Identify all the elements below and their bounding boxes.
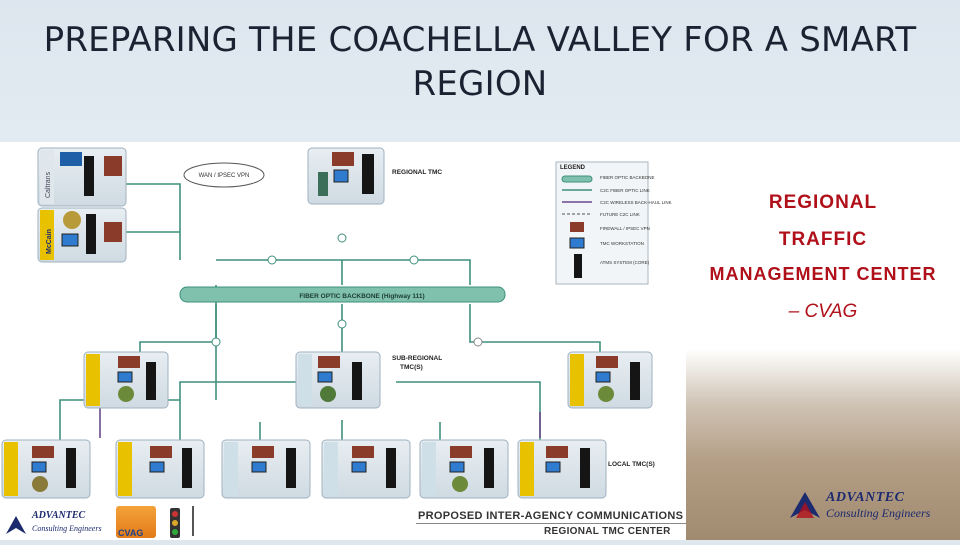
- sub-regional-label-2: TMC(S): [400, 364, 423, 371]
- mccain-panel-sub-right: [568, 352, 652, 408]
- caltrans-logo-icon: [60, 152, 82, 166]
- side-line-1: REGIONAL: [686, 192, 960, 214]
- caltrans-panel: Caltrans: [38, 148, 126, 206]
- legend-item: C2C FIBER OPTIC LINK: [600, 188, 650, 193]
- legend-item: C2C WIRELESS BACK-HAUL LINK: [600, 200, 672, 205]
- legend-item: TMC WORKSTATION: [600, 241, 644, 246]
- footer-rule: [416, 523, 686, 524]
- right-panel: REGIONAL TRAFFIC MANAGEMENT CENTER – CVA…: [686, 142, 960, 540]
- logo-sub: Consulting Engineers: [826, 506, 930, 521]
- caltrans-label: Caltrans: [45, 171, 52, 198]
- cvag-logo-icon: [318, 172, 328, 196]
- local-tmc-panels: [2, 440, 606, 498]
- diagram-footer: ADVANTEC Consulting Engineers CVAG PROPO…: [0, 502, 686, 540]
- side-line-2: TRAFFIC: [686, 229, 960, 251]
- logo-name: ADVANTEC: [826, 490, 904, 506]
- legend-item: FUTURE C2C LINK: [600, 212, 640, 217]
- footer-logo-sub: Consulting Engineers: [32, 524, 102, 533]
- legend-item: FIBER OPTIC BACKBONE: [600, 175, 655, 180]
- advantec-logo-icon: [788, 490, 822, 520]
- diagram-svg: FIBER OPTIC BACKBONE (Highway 111) WAN /…: [0, 142, 686, 540]
- footer-line-1: PROPOSED INTER-AGENCY COMMUNICATIONS: [418, 510, 683, 522]
- mccain-panel-top: McCain: [38, 208, 126, 262]
- vpn-cloud-label: WAN / IPSEC VPN: [199, 173, 250, 179]
- advantec-logo: ADVANTEC Consulting Engineers: [786, 488, 956, 524]
- side-line-4: – CVAG: [686, 301, 960, 323]
- footer-logo-name: ADVANTEC: [32, 510, 85, 521]
- network-diagram: FIBER OPTIC BACKBONE (Highway 111) WAN /…: [0, 142, 686, 540]
- advantec-logo-icon: [4, 514, 28, 536]
- backbone-label: FIBER OPTIC BACKBONE (Highway 111): [299, 293, 424, 300]
- side-line-3: MANAGEMENT CENTER: [686, 264, 960, 285]
- regional-tmc-label: REGIONAL TMC: [392, 169, 442, 176]
- footer-divider: [192, 506, 194, 536]
- centracs-panel-sub: [296, 352, 380, 408]
- agency-seal-icon: [63, 211, 81, 229]
- legend-item: ATMS SYSTEM (CORE): [600, 260, 650, 265]
- mccain-panel-sub-left: [84, 352, 168, 408]
- cvag-label: CVAG: [118, 528, 143, 538]
- footer-line-2: REGIONAL TMC CENTER: [544, 526, 671, 537]
- legend-item: FIREWALL / IPSEC VPN: [600, 226, 650, 231]
- local-tmc-label: LOCAL TMC(S): [608, 461, 655, 468]
- sub-regional-label-1: SUB-REGIONAL: [392, 355, 442, 362]
- mccain-label: McCain: [46, 229, 53, 254]
- legend-panel: LEGEND FIBER OPTIC BACKBONE C2C FIBER OP…: [556, 162, 672, 284]
- slide-title: PREPARING THE COACHELLA VALLEY FOR A SMA…: [20, 18, 940, 106]
- legend-title: LEGEND: [560, 165, 586, 171]
- traffic-signal-icon: [164, 506, 186, 540]
- regional-tmc-panel: [308, 148, 384, 204]
